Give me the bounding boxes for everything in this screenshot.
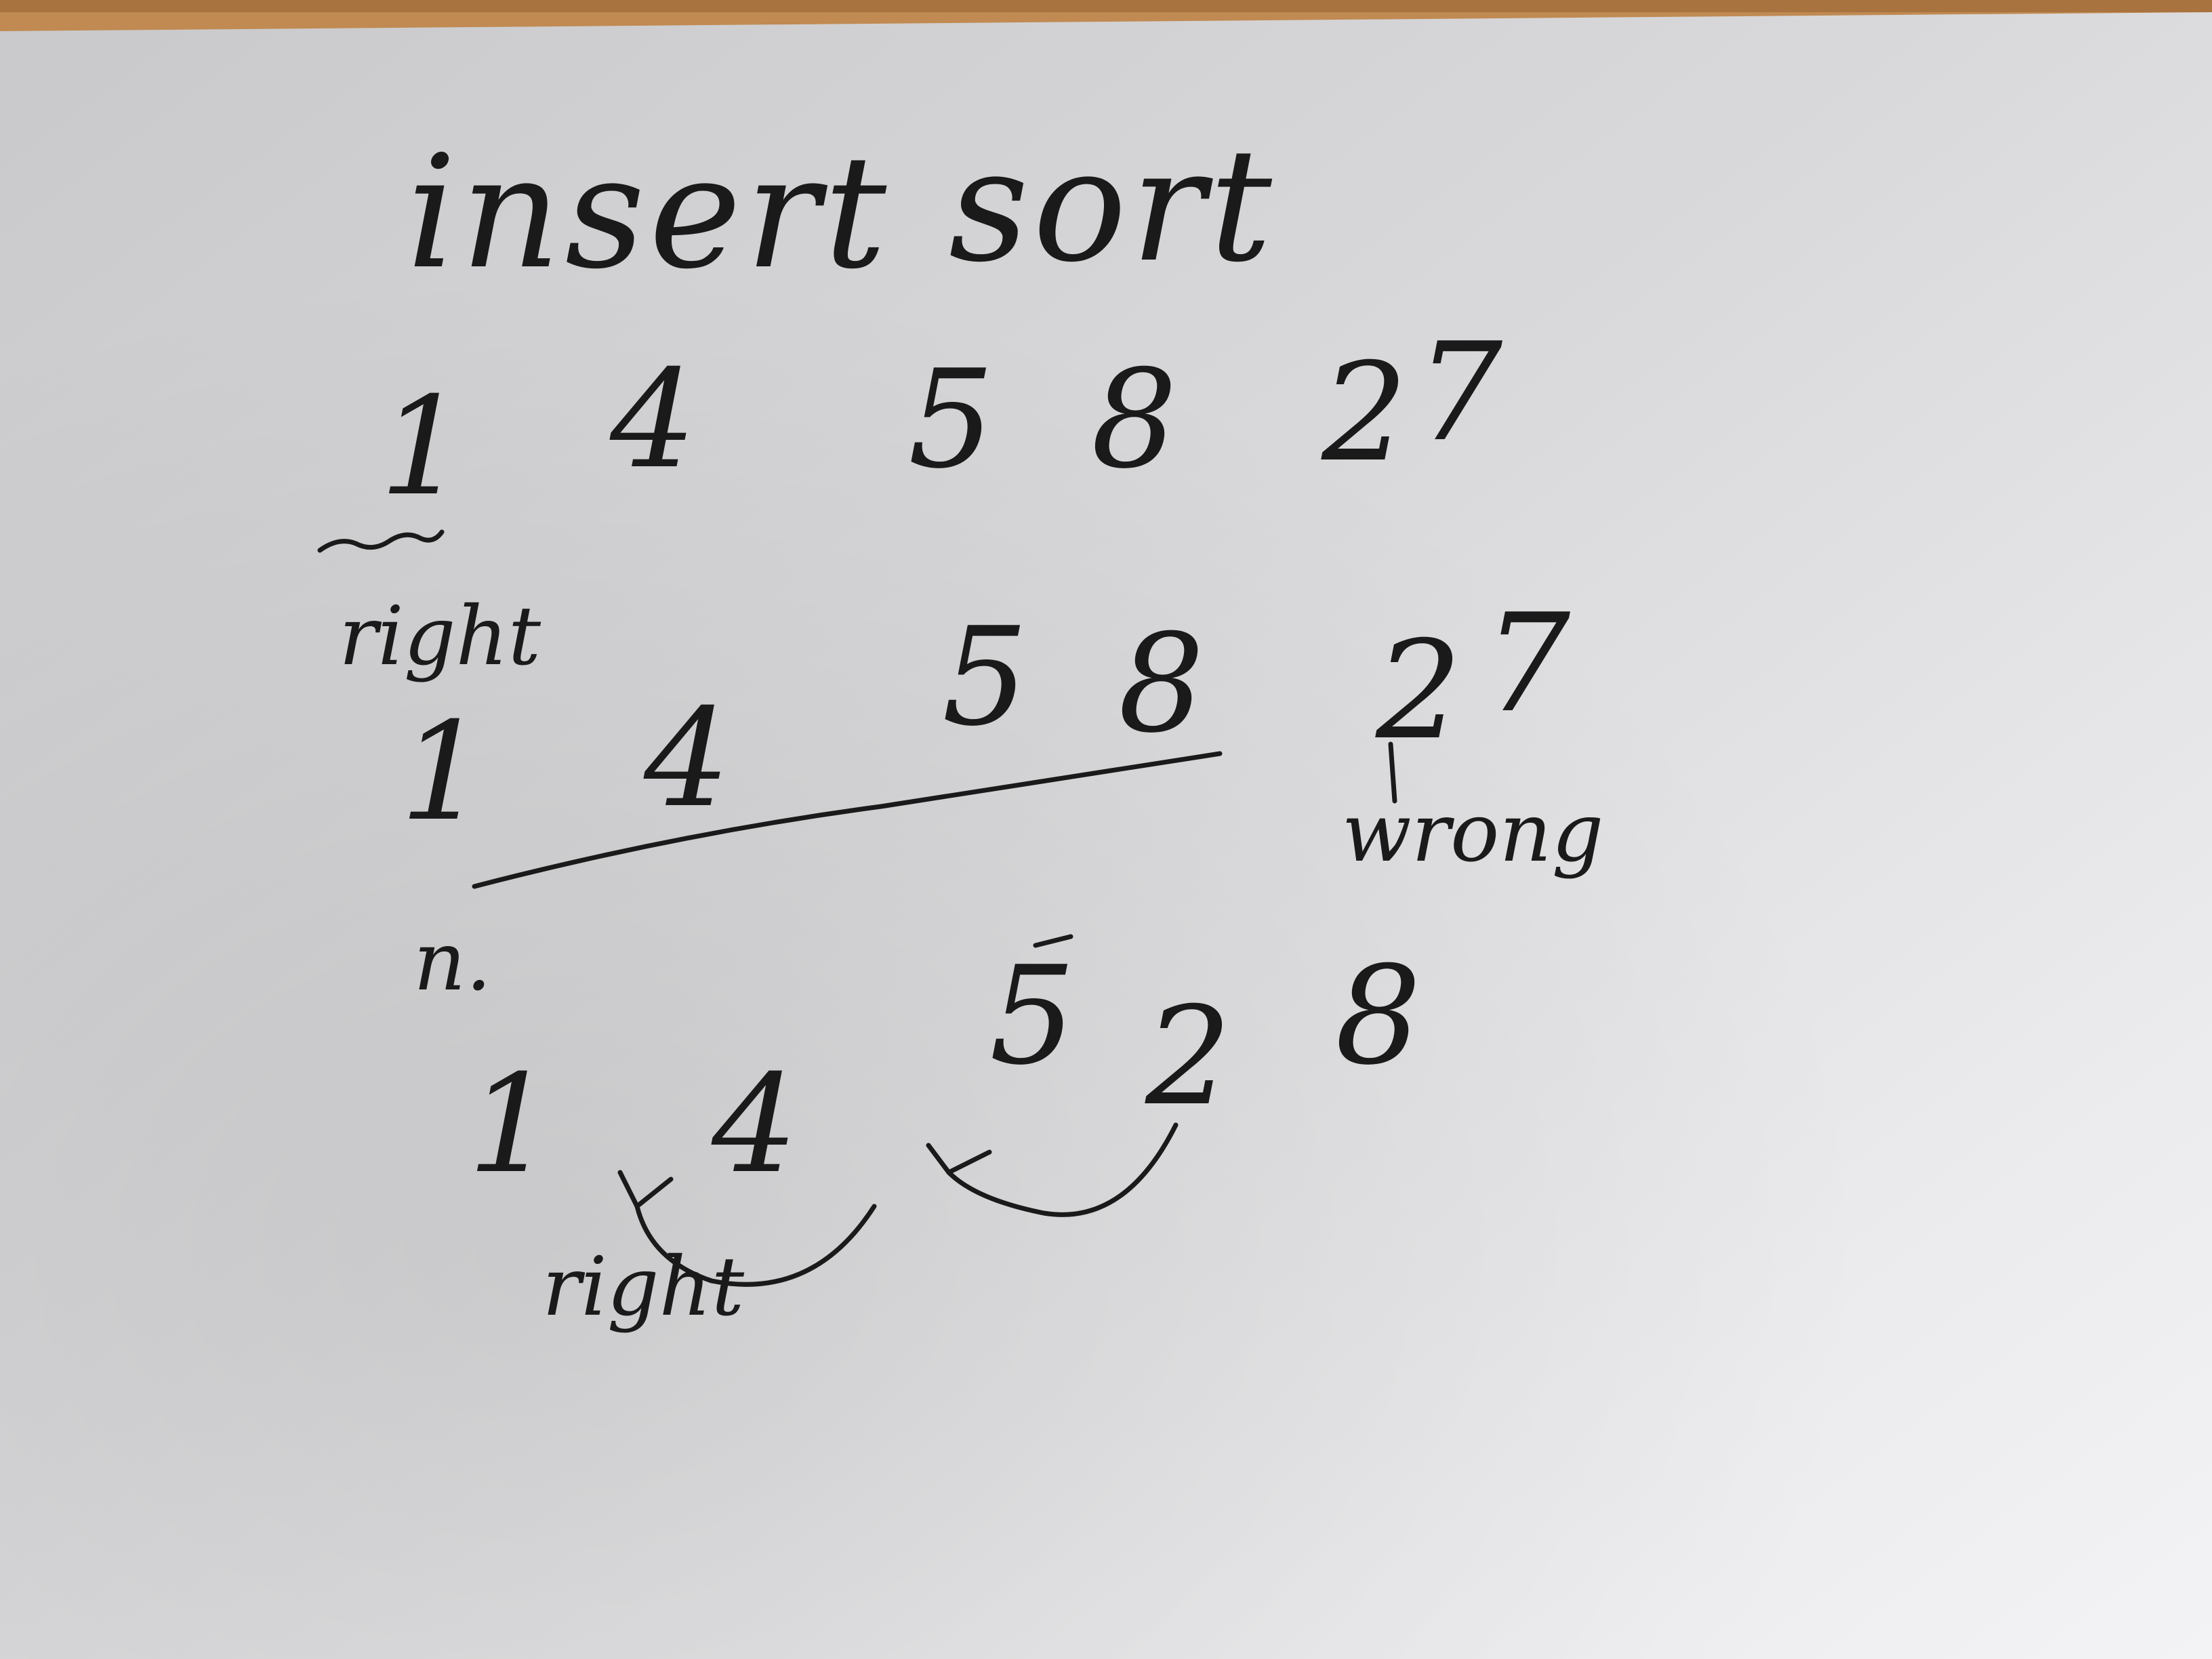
title-word-sort: sort [949,116,1276,297]
row1-number-2: 4 [610,341,697,499]
row2-number-5: 2 [1376,612,1462,770]
dash-mark [1033,934,1073,948]
row3-prefix: n. [413,915,492,1009]
row3-number-2: 4 [712,1046,798,1204]
row1-number-4: 8 [1091,341,1178,499]
row1-number-6: 7 [1416,314,1503,472]
squiggle-underline [317,529,445,553]
row1-number-3: 5 [908,341,995,499]
row2-number-3: 5 [942,598,1029,756]
row2-number-4: 8 [1118,605,1205,763]
row3-number-1: 1 [468,1046,554,1204]
wrong-tick [1388,741,1397,804]
row3-note-right: right [542,1240,745,1334]
title-word-insert: insert [407,123,891,304]
row1-number-5: 2 [1322,334,1408,492]
compare-arc-right [946,1122,1179,1217]
row1-note-right: right [339,590,541,684]
row1-number-1: 1 [380,368,466,526]
row2-number-6: 7 [1484,585,1571,743]
row3-number-3: 5 [989,937,1076,1095]
row2-note-wrong: wrong [1342,786,1604,880]
crossing-line [472,751,1223,889]
row3-number-4: 2 [1145,978,1232,1136]
row2-number-2: 4 [644,680,731,838]
row2-number-1: 1 [400,693,487,851]
compare-arc-left [634,1204,877,1287]
row3-number-5: 8 [1335,937,1422,1095]
